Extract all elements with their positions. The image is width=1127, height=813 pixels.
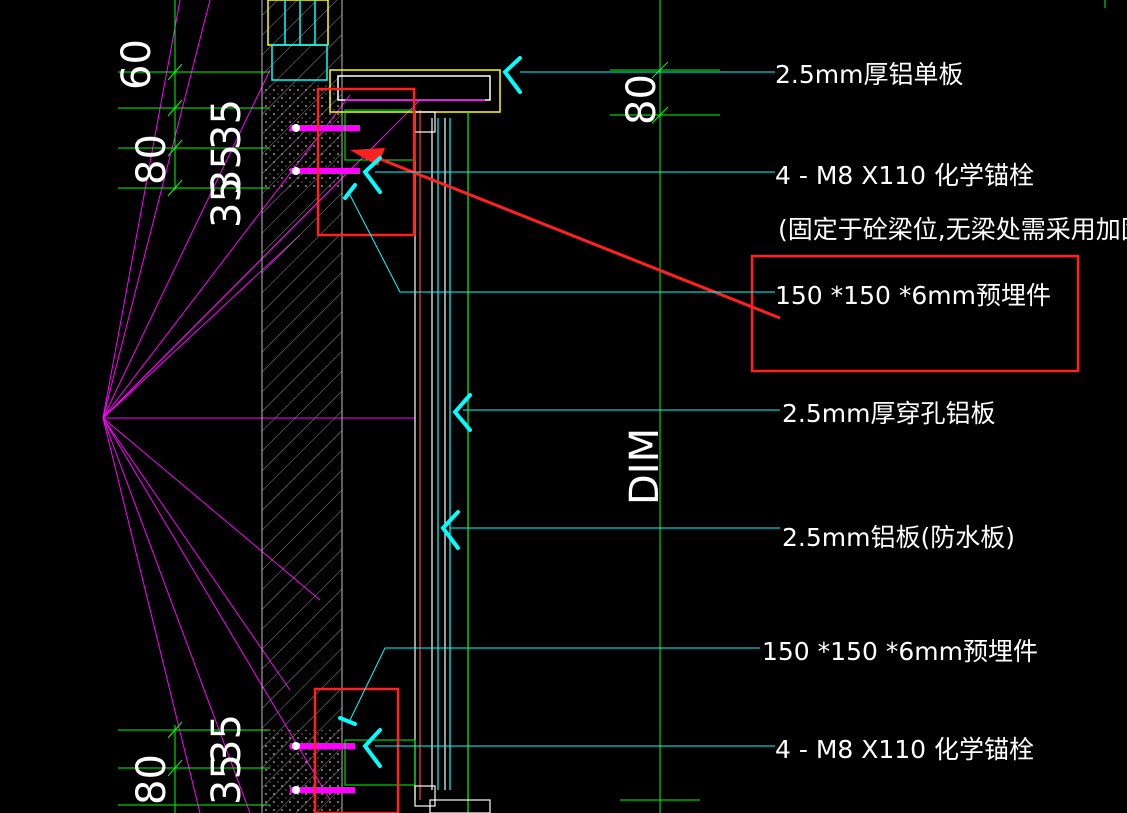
dim-text-35-b: 35	[204, 144, 250, 195]
highlight-box-top-anchor	[316, 87, 416, 237]
highlight-boxes	[313, 87, 1080, 813]
dim-text-35-a: 35	[204, 99, 250, 150]
label-anchor-note: (固定于砼梁位,无梁处需采用加固措施)	[778, 215, 1127, 244]
dim-text-dim: DIM	[622, 428, 668, 505]
leader-lines	[349, 71, 780, 747]
dim-text-80-top: 80	[129, 134, 175, 185]
label-anchor-bolt-bottom: 4 - M8 X110 化学锚栓	[775, 735, 1034, 764]
label-anchor-bolt-top: 4 - M8 X110 化学锚栓	[775, 161, 1034, 190]
dim-text-60: 60	[114, 39, 160, 90]
dimension-texts: 60 80 35 35 35 80 35 35 80 DIM	[114, 39, 668, 805]
wall-section	[261, 0, 343, 813]
left-dimension-lines	[118, 0, 270, 813]
dim-text-35-c: 35	[204, 177, 250, 228]
right-dimension-lines	[610, 0, 1106, 813]
label-waterproof-panel: 2.5mm铝板(防水板)	[782, 523, 1015, 552]
dim-text-80-bottom: 80	[129, 754, 175, 805]
label-aluminum-single-panel: 2.5mm厚铝单板	[775, 60, 963, 89]
window-frame	[267, 0, 329, 81]
label-embedded-part-bottom: 150 *150 *6mm预埋件	[762, 637, 1038, 666]
dim-text-35-bottom-a: 35	[204, 714, 250, 765]
leader-arrowheads	[338, 56, 522, 768]
label-embedded-part-top: 150 *150 *6mm预埋件	[775, 281, 1051, 310]
dim-text-80-right: 80	[619, 74, 665, 125]
highlight-box-label	[750, 254, 1080, 373]
label-perforated-panel: 2.5mm厚穿孔铝板	[782, 399, 995, 428]
facade-panels	[414, 110, 491, 813]
highlight-box-bottom-anchor	[313, 687, 400, 813]
dim-text-35-bottom-b: 35	[204, 754, 250, 805]
annotations: 2.5mm厚铝单板 4 - M8 X110 化学锚栓 (固定于砼梁位,无梁处需采…	[762, 60, 1127, 764]
